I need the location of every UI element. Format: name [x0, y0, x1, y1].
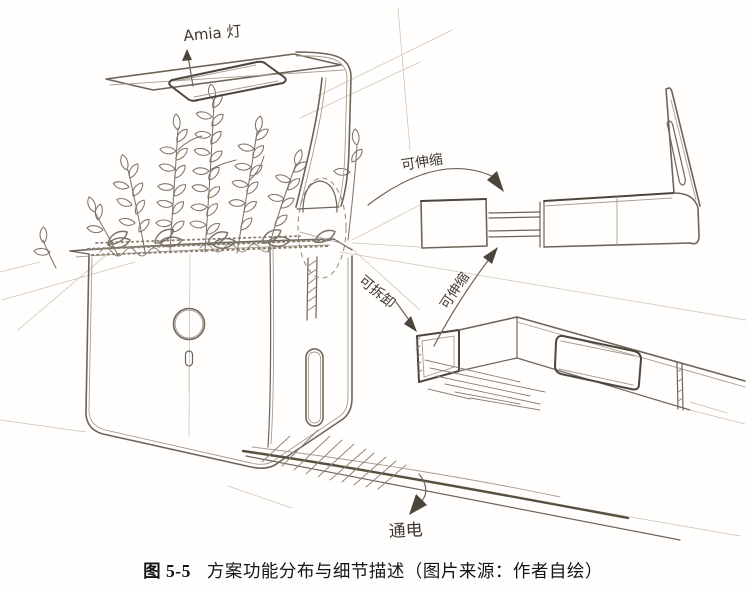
- annotation-power: 通电: [388, 473, 427, 542]
- lamp-arm: [295, 51, 352, 279]
- figure-number: 图 5-5: [143, 561, 191, 581]
- annotation-lamp: Amia 灯: [182, 22, 242, 87]
- bracket-window: [554, 334, 642, 391]
- front-dial-circle: [172, 307, 206, 341]
- annotation-telescopic-top: 可伸缩: [367, 152, 504, 206]
- lamp-callout-line: [187, 55, 194, 87]
- design-sketch: Amia 灯 可伸缩 可伸缩 可拆卸 通电: [0, 7, 746, 542]
- telescopic-side-callout-line: [433, 257, 491, 347]
- clamp-hook-blade: [665, 87, 701, 207]
- telescope-rod: [488, 211, 541, 238]
- telescope-outer-tube: [420, 198, 488, 249]
- annotation-telescopic-side: 可伸缩: [433, 247, 498, 347]
- lamp-head: [105, 53, 345, 102]
- clamp-slot: [666, 120, 686, 186]
- detachable-bracket-detail: [415, 316, 746, 425]
- figure-caption: 图 5-5 方案功能分布与细节描述（图片来源：作者自绘）: [0, 558, 746, 583]
- arrow-down-right-icon: [404, 316, 417, 332]
- power-label: 通电: [388, 520, 423, 542]
- clamp-post-hatched: [306, 256, 318, 321]
- lamp-light-window: [168, 60, 287, 102]
- arrow-down-right-icon: [487, 171, 504, 192]
- telescopic-callout-curve: [367, 168, 497, 206]
- figure-title: 方案功能分布与细节描述（图片来源：作者自绘）: [206, 561, 603, 581]
- clamp-arch: [302, 180, 338, 213]
- telescopic-label-side: 可伸缩: [437, 270, 473, 313]
- arrow-up-icon: [182, 49, 192, 61]
- plants: [32, 83, 366, 269]
- telescopic-clamp-detail: [420, 87, 701, 249]
- construction-lines: [0, 7, 746, 537]
- arrow-down-icon: [409, 494, 427, 515]
- annotation-detachable: 可拆卸: [355, 273, 417, 332]
- arrow-up-right-icon: [483, 247, 498, 264]
- telescopic-label-top: 可伸缩: [400, 152, 444, 174]
- detachable-label: 可拆卸: [355, 273, 397, 312]
- lamp-label: Amia 灯: [183, 22, 242, 45]
- detail-reference-ellipse: [297, 177, 347, 279]
- floor-and-power-strip: [241, 429, 681, 541]
- side-handle-slot: [305, 348, 324, 427]
- power-callout-curve: [418, 473, 427, 502]
- detachable-callout-line: [395, 301, 410, 321]
- front-indicator-slot: [184, 350, 194, 367]
- planter-box: [69, 231, 353, 469]
